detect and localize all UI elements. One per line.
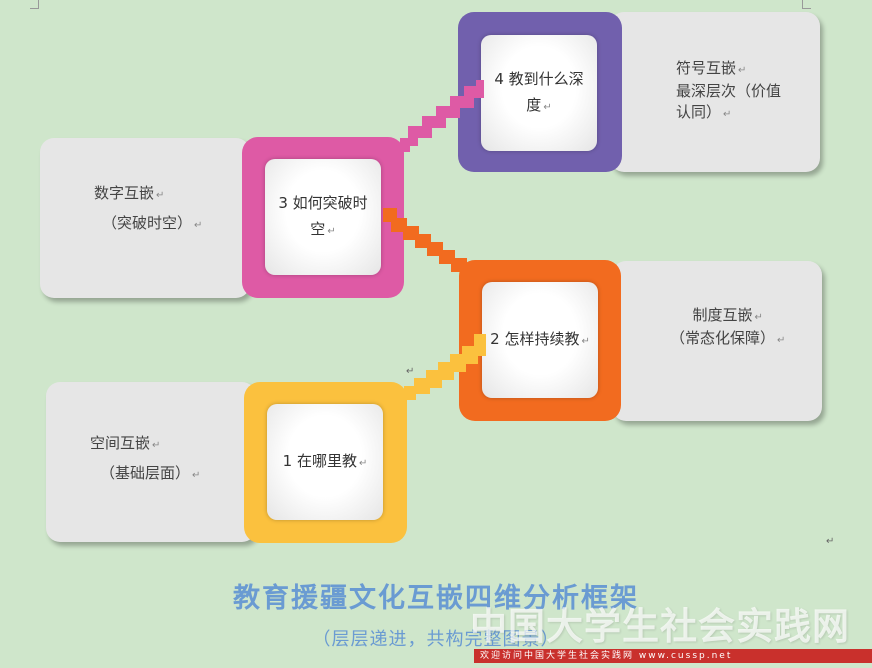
desc-step-3-line-1: 数字互嵌	[94, 184, 155, 202]
para-mark: ↵	[194, 220, 203, 231]
card-step-1	[46, 382, 256, 542]
desc-step-2: 制度互嵌↵ （常态化保障）↵	[670, 305, 785, 351]
para-mark: ↵	[406, 366, 415, 377]
para-mark: ↵	[777, 335, 786, 346]
para-mark: ↵	[192, 470, 201, 481]
box-step-1[interactable]: 1 在哪里教↵	[267, 404, 383, 520]
para-mark: ↵	[327, 225, 336, 237]
para-mark: ↵	[152, 440, 161, 451]
card-step-4	[610, 12, 820, 172]
para-mark: ↵	[723, 109, 732, 120]
stair-connector-3-4	[400, 80, 484, 152]
box-step-3[interactable]: 3 如何突破时 空↵	[265, 159, 381, 275]
desc-step-2-line-2: （常态化保障）	[670, 329, 776, 347]
para-mark: ↵	[581, 335, 590, 347]
label-step-3-line-1: 3 如何突破时	[278, 193, 368, 212]
label-step-1: 1 在哪里教	[282, 451, 357, 470]
card-step-3	[40, 138, 250, 298]
desc-step-4-line-3: 认同）	[676, 103, 722, 121]
watermark-banner: 欢迎访问中国大学生社会实践网 www.cussp.net	[474, 649, 872, 663]
box-step-4[interactable]: 4 教到什么深 度↵	[481, 35, 597, 151]
desc-step-2-line-1: 制度互嵌	[692, 306, 753, 324]
box-step-2[interactable]: 2 怎样持续教↵	[482, 282, 598, 398]
para-mark: ↵	[156, 190, 165, 201]
corner-mark-right	[802, 0, 811, 9]
label-step-4-line-1: 4 教到什么深	[494, 69, 584, 88]
stair-connector-1-2	[404, 334, 486, 400]
watermark-text: 中国大学生社会实践网	[470, 604, 850, 648]
desc-step-3: 数字互嵌↵ （突破时空）↵	[94, 183, 202, 236]
label-step-4-line-2: 度	[526, 95, 542, 114]
diagram-subtitle: （层层递进，共构完整图景）	[312, 629, 560, 650]
label-step-2: 2 怎样持续教	[490, 329, 580, 348]
desc-step-1-line-1: 空间互嵌	[90, 434, 151, 452]
para-mark: ↵	[738, 65, 747, 76]
diagram-title: 教育援疆文化互嵌四维分析框架	[233, 583, 639, 614]
label-step-3-line-2: 空	[310, 219, 326, 238]
para-mark: ↵	[543, 101, 552, 113]
desc-step-4-line-1: 符号互嵌	[676, 59, 737, 77]
desc-step-1: 空间互嵌↵ （基础层面）↵	[90, 433, 200, 486]
para-mark: ↵	[754, 312, 763, 323]
card-step-2	[612, 261, 822, 421]
desc-step-3-line-2: （突破时空）	[102, 214, 193, 232]
desc-step-4: 符号互嵌↵ 最深层次（价值 认同）↵	[676, 58, 781, 125]
desc-step-1-line-2: （基础层面）	[100, 464, 191, 482]
para-mark: ↵	[358, 457, 368, 469]
stair-connector-3-2	[383, 208, 479, 278]
para-mark: ↵	[826, 536, 835, 547]
corner-mark-left	[30, 0, 39, 9]
desc-step-4-line-2: 最深层次（价值	[676, 82, 782, 100]
